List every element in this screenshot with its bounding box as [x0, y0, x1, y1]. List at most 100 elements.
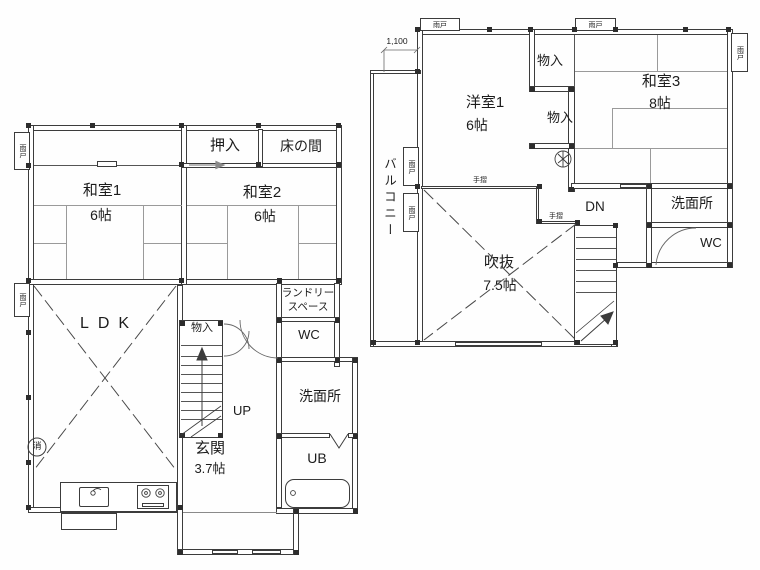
- kitchen-sink: [79, 487, 109, 507]
- post: [575, 220, 580, 225]
- tatami-line: [227, 205, 228, 279]
- room-size-genkan: 3.7帖: [194, 461, 226, 476]
- tatami-line: [34, 243, 66, 244]
- post: [530, 144, 535, 149]
- post: [647, 223, 652, 228]
- room-label-senmenjo-2f: 洗面所: [671, 195, 713, 211]
- room-label-oshiire: 押入: [209, 137, 240, 154]
- tatami-line: [298, 243, 336, 244]
- post: [647, 263, 652, 268]
- post: [294, 509, 299, 514]
- staircase-2f: [574, 225, 617, 345]
- amado-box: 雨戸: [14, 132, 30, 170]
- post: [335, 358, 340, 363]
- post: [569, 187, 574, 192]
- wall: [568, 86, 575, 192]
- wall: [334, 283, 340, 367]
- handrail: [421, 186, 539, 189]
- amado-label: 雨戸: [433, 21, 447, 29]
- room-size-fukinuke: 7.5帖: [483, 277, 517, 293]
- post: [647, 184, 652, 189]
- post: [336, 162, 341, 167]
- tatami-line: [575, 71, 727, 72]
- post: [726, 27, 731, 32]
- stair-tread: [576, 292, 616, 293]
- room-label-yoshitsu1: 洋室1: [465, 94, 505, 111]
- amado-box: 雨戸: [575, 18, 616, 31]
- room-label-fukinuke: 吹抜: [483, 254, 514, 271]
- amado-label: 雨戸: [19, 144, 26, 158]
- post: [336, 123, 341, 128]
- stair-tread: [576, 237, 616, 238]
- post: [26, 460, 31, 465]
- tatami-line: [66, 205, 67, 279]
- amado-box: 雨戸: [14, 283, 30, 317]
- room-label-balcony: バルコニー: [382, 156, 396, 240]
- post: [613, 340, 618, 345]
- room-label-tokonoma: 床の間: [280, 138, 322, 154]
- room-size-washitsu1: 6帖: [90, 207, 112, 223]
- post: [179, 123, 184, 128]
- post: [26, 278, 31, 283]
- post: [415, 340, 420, 345]
- post: [90, 123, 95, 128]
- post: [569, 144, 574, 149]
- room-label-senmenjo-1f: 洗面所: [299, 388, 341, 404]
- room-label-washitsu1: 和室1: [82, 182, 122, 199]
- post: [727, 263, 732, 268]
- entrance-door: [212, 550, 238, 554]
- amado-box: 雨戸: [420, 18, 460, 31]
- post: [569, 87, 574, 92]
- post: [26, 395, 31, 400]
- post: [178, 505, 183, 510]
- tatami-line: [612, 108, 613, 149]
- wall: [571, 183, 733, 189]
- post: [179, 278, 184, 283]
- post: [727, 184, 732, 189]
- post: [613, 27, 618, 32]
- step-line: [183, 512, 277, 513]
- post: [180, 433, 185, 438]
- amado-label: 雨戸: [408, 159, 415, 174]
- post: [530, 87, 535, 92]
- tatami-line: [298, 205, 299, 279]
- post: [415, 27, 420, 32]
- post: [415, 184, 420, 189]
- tatami-line: [143, 205, 144, 279]
- post: [256, 123, 261, 128]
- handrail-label-west: 手摺: [473, 177, 487, 184]
- post: [179, 162, 184, 167]
- stair-tread: [576, 270, 616, 271]
- amado-label: 雨戸: [736, 45, 744, 60]
- balcony-wall: [370, 70, 374, 347]
- balcony-wall: [370, 70, 421, 74]
- post: [277, 358, 282, 363]
- room-label-genkan: 玄関: [194, 440, 225, 457]
- sliding-door-track: [97, 161, 117, 167]
- amado-box: 雨戸: [403, 193, 419, 232]
- tatami-line: [143, 243, 181, 244]
- post: [572, 27, 577, 32]
- tatami-line: [657, 35, 658, 72]
- stove-grill: [142, 503, 164, 507]
- post: [180, 321, 185, 326]
- stair-tread: [576, 248, 616, 249]
- room-size-yoshitsu1: 6帖: [466, 117, 488, 133]
- post: [294, 550, 299, 555]
- room-label-laundry-1: ランドリー: [281, 287, 335, 299]
- post: [613, 223, 618, 228]
- post: [26, 163, 31, 168]
- amado-label: 雨戸: [588, 21, 603, 29]
- entrance-window: [252, 550, 281, 554]
- amado-label: 雨戸: [19, 293, 26, 307]
- post: [277, 278, 282, 283]
- room-label-monoire-lower: 物入: [546, 110, 573, 125]
- room-label-laundry-2: スペース: [287, 301, 329, 313]
- amado-label: 雨戸: [408, 205, 415, 220]
- tatami-line: [612, 108, 727, 109]
- stair-tread: [576, 259, 616, 260]
- tatami-line: [575, 148, 727, 149]
- stair-tread: [181, 345, 222, 346]
